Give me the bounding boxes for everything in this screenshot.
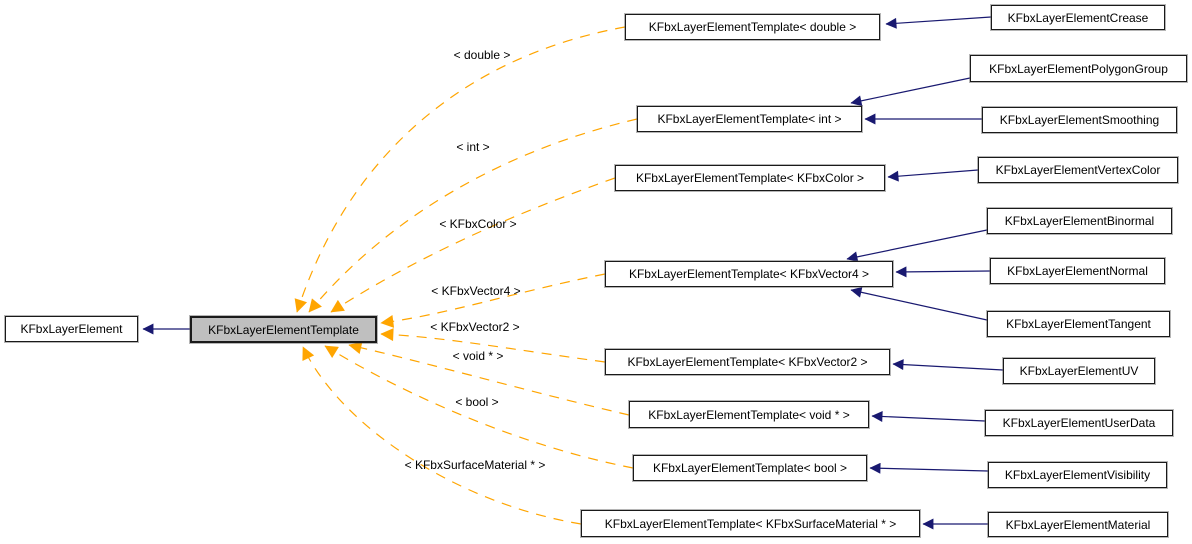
edge-inherit-visibility (869, 462, 989, 474)
node-userdata[interactable]: KFbxLayerElementUserData (985, 410, 1173, 436)
edge-inherit-crease (885, 16, 992, 29)
edge-label-kfbxvector2: < KFbxVector2 > (430, 320, 520, 334)
edge-inherit-uv (892, 359, 1004, 371)
node-uv[interactable]: KFbxLayerElementUV (1003, 358, 1155, 384)
edge-instance-kfbxvector4 (380, 273, 606, 328)
edge-inherit-binormal (846, 229, 988, 263)
edge-label-double: < double > (453, 48, 511, 62)
edge-instance-surfacematerial (302, 346, 582, 525)
node-template-int[interactable]: KFbxLayerElementTemplate< int > (637, 106, 862, 132)
node-template-kfbxcolor[interactable]: KFbxLayerElementTemplate< KFbxColor > (615, 165, 885, 191)
edge-instance-bool (324, 345, 634, 469)
node-smoothing[interactable]: KFbxLayerElementSmoothing (982, 107, 1177, 133)
edge-inherit-polygongroup (850, 77, 971, 107)
edge-instance-kfbxcolor (330, 177, 616, 313)
edge-inherit-normal (895, 266, 991, 278)
edge-inherit-tangent (850, 286, 988, 321)
edge-label-surfacematerial: < KFbxSurfaceMaterial * > (404, 458, 546, 472)
node-material[interactable]: KFbxLayerElementMaterial (988, 512, 1168, 537)
node-normal[interactable]: KFbxLayerElementNormal (990, 258, 1165, 284)
node-kfbxlayerelementtemplate: KFbxLayerElementTemplate (190, 316, 377, 343)
edge-instance-double (294, 26, 626, 313)
edge-label-kfbxcolor: < KFbxColor > (439, 217, 517, 231)
edge-inherit-vertexcolor (887, 169, 979, 182)
node-template-kfbxvector4[interactable]: KFbxLayerElementTemplate< KFbxVector4 > (605, 261, 893, 287)
node-binormal[interactable]: KFbxLayerElementBinormal (987, 208, 1172, 234)
node-template-double[interactable]: KFbxLayerElementTemplate< double > (625, 14, 880, 40)
node-visibility[interactable]: KFbxLayerElementVisibility (988, 462, 1167, 488)
node-tangent[interactable]: KFbxLayerElementTangent (987, 311, 1170, 337)
node-template-bool[interactable]: KFbxLayerElementTemplate< bool > (633, 455, 867, 481)
node-vertexcolor[interactable]: KFbxLayerElementVertexColor (978, 157, 1178, 183)
edge-inherit-userdata (871, 410, 986, 422)
edge-label-kfbxvector4: < KFbxVector4 > (431, 284, 521, 298)
node-kfbxlayerelement[interactable]: KFbxLayerElement (5, 316, 138, 342)
edge-label-int: < int > (456, 140, 490, 154)
edge-label-bool: < bool > (455, 395, 499, 409)
node-crease[interactable]: KFbxLayerElementCrease (991, 5, 1165, 30)
node-template-surfacematerial[interactable]: KFbxLayerElementTemplate< KFbxSurfaceMat… (581, 510, 920, 537)
edge-instance-voidptr (348, 341, 630, 416)
edge-instance-kfbxvector2 (380, 328, 606, 363)
node-polygongroup[interactable]: KFbxLayerElementPolygonGroup (970, 55, 1187, 82)
node-template-kfbxvector2[interactable]: KFbxLayerElementTemplate< KFbxVector2 > (605, 349, 890, 375)
edge-label-voidptr: < void * > (452, 349, 504, 363)
node-template-voidptr[interactable]: KFbxLayerElementTemplate< void * > (629, 401, 869, 428)
